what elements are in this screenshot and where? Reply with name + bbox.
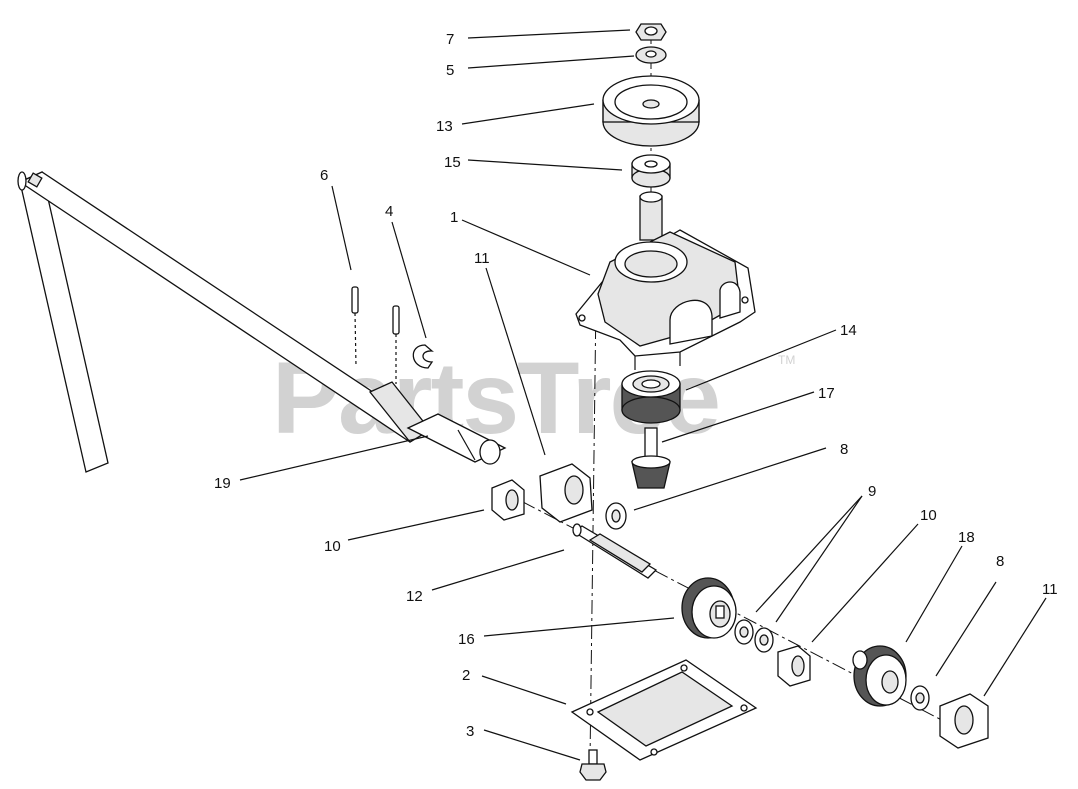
callout-15: 15 [444, 154, 461, 171]
callout-6: 6 [320, 167, 328, 184]
part-19-drive-shaft [17, 171, 507, 473]
callout-9: 9 [868, 483, 876, 500]
part-7-hex-nut [635, 23, 667, 41]
part-5-washer [635, 46, 667, 64]
part-10-bushing-left [491, 479, 525, 521]
callout-8-lower: 8 [996, 553, 1004, 570]
part-10-bushing-right [777, 645, 811, 687]
callout-17: 17 [818, 385, 835, 402]
part-4-pin [392, 305, 400, 384]
callout-13: 13 [436, 118, 453, 135]
part-3-bolt [579, 749, 607, 781]
callout-18: 18 [958, 529, 975, 546]
callout-16: 16 [458, 631, 475, 648]
part-11-bushing-upper [539, 463, 593, 523]
callout-1: 1 [450, 209, 458, 226]
callout-14: 14 [840, 322, 857, 339]
callout-12: 12 [406, 588, 423, 605]
callout-labels: 7 5 13 15 6 4 1 11 14 17 19 8 9 10 10 18… [214, 31, 1058, 740]
part-8-washer-upper [605, 502, 627, 530]
part-16-large-gear [681, 577, 737, 639]
callout-8-upper: 8 [840, 441, 848, 458]
part-9-washers [734, 619, 774, 653]
part-13-pulley [602, 75, 700, 147]
callout-3: 3 [466, 723, 474, 740]
part-6-roll-pin [351, 286, 359, 367]
part-2-cover-plate [570, 659, 758, 761]
part-15-spacer [631, 154, 671, 188]
part-8-washer-lower [910, 685, 930, 711]
watermark-trademark: TM [778, 353, 795, 367]
callout-2: 2 [462, 667, 470, 684]
callout-11-lower: 11 [1042, 581, 1058, 598]
callout-4: 4 [385, 203, 393, 220]
part-18-gear [852, 645, 907, 707]
callout-5: 5 [446, 62, 454, 79]
part-4-retaining-clip [412, 344, 434, 369]
part-17-pinion-shaft [631, 427, 671, 489]
part-11-bushing-lower [939, 693, 989, 749]
callout-11-upper: 11 [474, 250, 490, 267]
callout-10-left: 10 [324, 538, 341, 555]
callout-10-right: 10 [920, 507, 937, 524]
part-1-gear-housing [575, 191, 756, 370]
part-12-splined-shaft [572, 523, 658, 579]
callout-7: 7 [446, 31, 454, 48]
callout-19: 19 [214, 475, 231, 492]
leader-lines [239, 29, 1047, 761]
part-14-bearing [621, 370, 681, 424]
